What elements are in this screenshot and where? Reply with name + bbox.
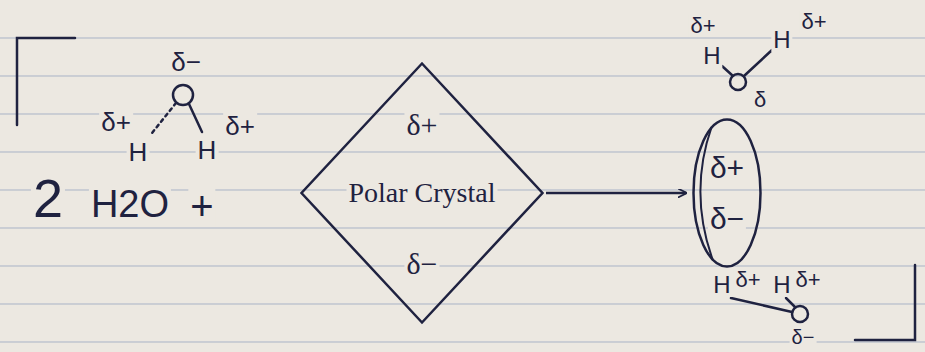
formula-label: δ+ bbox=[793, 269, 822, 291]
bond bbox=[152, 103, 176, 133]
bond bbox=[722, 66, 733, 76]
crystal-diamond: δ+ Polar Crystal δ− bbox=[300, 62, 544, 324]
crystal-oval: δ+ δ− bbox=[692, 118, 762, 268]
formula-label: δ+ bbox=[99, 109, 133, 135]
node-text: δ− bbox=[404, 249, 439, 279]
node-text: Polar Crystal bbox=[347, 179, 498, 207]
formula-label: δ+ bbox=[799, 11, 828, 33]
node-text: δ+ bbox=[708, 153, 746, 183]
formula-label: H bbox=[711, 273, 732, 297]
formula-label: δ+ bbox=[733, 269, 762, 291]
bond bbox=[731, 298, 792, 312]
formula-label: H bbox=[771, 273, 792, 297]
oxygen-atom bbox=[792, 306, 808, 322]
bond bbox=[786, 298, 795, 307]
formula-label: δ− bbox=[790, 327, 817, 347]
formula-label: δ bbox=[752, 89, 768, 111]
formula-label: H bbox=[771, 28, 792, 52]
formula-label: H bbox=[701, 44, 722, 68]
formula-label: 2 bbox=[31, 171, 65, 225]
corner-bracket bbox=[17, 38, 75, 125]
node-text: δ+ bbox=[404, 110, 439, 140]
formula-label: δ+ bbox=[688, 15, 717, 37]
formula-label: H bbox=[127, 139, 150, 165]
reaction-arrow bbox=[546, 192, 686, 195]
bond bbox=[189, 104, 202, 132]
formula-label: H bbox=[196, 137, 219, 163]
diamond-outline bbox=[302, 64, 543, 323]
formula-label: H2O bbox=[89, 185, 171, 223]
molecule-sketch bbox=[17, 38, 915, 340]
oval-outline bbox=[694, 120, 761, 267]
formula-label: δ+ bbox=[223, 113, 257, 139]
formula-label: δ− bbox=[169, 49, 203, 75]
node-text: δ− bbox=[708, 204, 746, 234]
formula-label: + bbox=[188, 186, 215, 226]
crystal-oval-outline bbox=[692, 118, 762, 268]
oval-outline bbox=[700, 127, 713, 261]
bond bbox=[744, 50, 772, 76]
corner-bracket bbox=[855, 265, 915, 340]
ruled-lines bbox=[0, 38, 925, 342]
